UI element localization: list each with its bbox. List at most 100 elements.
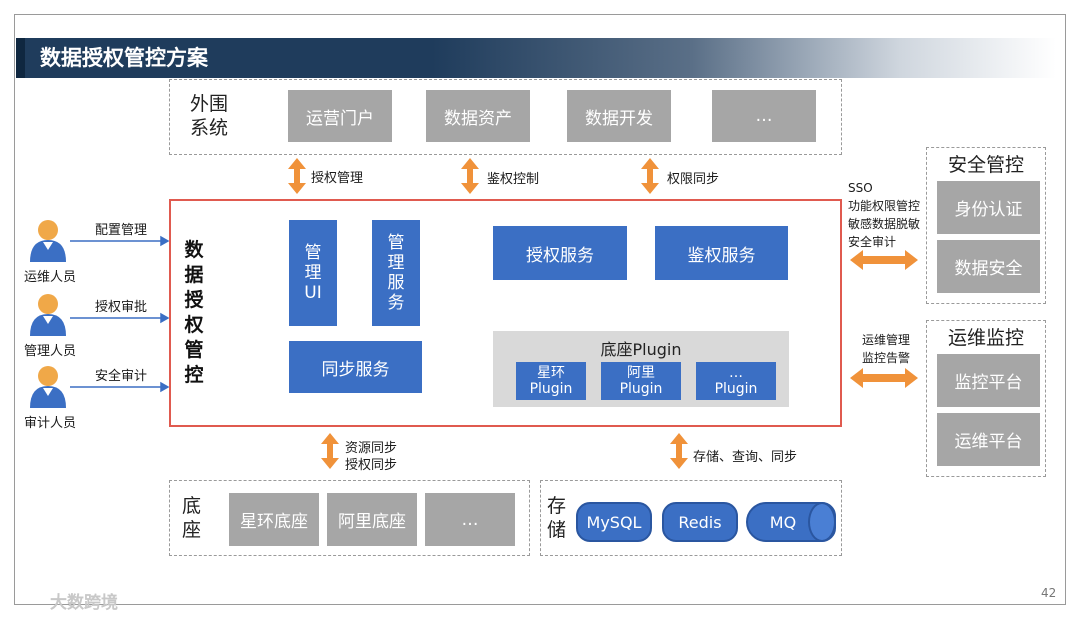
actor-icons — [30, 220, 66, 408]
core-title-char: 据 — [184, 264, 204, 286]
plugin-line: … — [729, 365, 743, 381]
authz-service-box: 鉴权服务 — [655, 226, 788, 280]
core-title-char: 权 — [184, 314, 204, 336]
outer-systems-label: 外围 系统 — [190, 92, 228, 140]
core-title-char: 控 — [184, 364, 204, 386]
double-arrow-icon — [288, 158, 306, 194]
horizontal-double-arrow-icon — [850, 250, 918, 270]
plugin-line: Plugin — [714, 381, 758, 397]
watermark: 大数跨境 — [50, 593, 118, 613]
storage-mysql: MySQL — [576, 502, 652, 542]
storage-item-label: Redis — [678, 512, 722, 532]
security-group — [926, 147, 1046, 304]
security-item-identity: 身份认证 — [937, 181, 1040, 234]
mgmt-ui-line: 管 — [304, 243, 322, 263]
plugin-line: 星环 — [537, 365, 565, 381]
bottom-left-arrow-labels: 资源同步 授权同步 — [345, 440, 397, 474]
double-arrow-icon — [461, 158, 479, 194]
title-bar-accent — [16, 38, 25, 78]
storage-redis: Redis — [662, 502, 738, 542]
page-title: 数据授权管控方案 — [40, 46, 208, 70]
storage-label-line: 储 — [547, 519, 567, 541]
double-arrow-icon — [321, 433, 339, 469]
mgmt-service-line: 管 — [387, 233, 405, 253]
storage-label: 存 储 — [547, 494, 566, 542]
actor-action-config: 配置管理 — [95, 223, 148, 238]
plugin-line: 阿里 — [627, 365, 655, 381]
ops-item-monitor: 监控平台 — [937, 354, 1040, 407]
outer-item-portal: 运营门户 — [288, 90, 392, 142]
security-arrow-line: 安全审计 — [848, 235, 897, 249]
ops-arrow-line: 监控告警 — [862, 351, 911, 365]
core-title-char: 数 — [184, 239, 204, 261]
outer-item-data-dev: 数据开发 — [567, 90, 671, 142]
security-arrow-line: 敏感数据脱敏 — [848, 217, 921, 231]
horizontal-double-arrow-icon — [850, 368, 918, 388]
base-item-xinghuan: 星环底座 — [229, 493, 319, 546]
security-item-data: 数据安全 — [937, 240, 1040, 293]
ops-group — [926, 320, 1046, 477]
bottom-arrow-line: 资源同步 — [345, 441, 398, 456]
sync-service-box: 同步服务 — [289, 341, 422, 393]
plugin-xinghuan: 星环 Plugin — [516, 362, 586, 400]
base-label-line: 底 — [182, 495, 202, 517]
double-arrow-icon — [641, 158, 659, 194]
mgmt-service-box: 管 理 服 务 — [372, 220, 420, 326]
page-number: 42 — [1041, 586, 1057, 600]
ops-title: 运维监控 — [947, 327, 1024, 349]
outer-item-data-assets: 数据资产 — [426, 90, 530, 142]
storage-label-line: 存 — [547, 495, 567, 517]
mgmt-ui-line: UI — [304, 283, 322, 303]
ops-arrow-labels: 运维管理 监控告警 — [862, 331, 910, 367]
bottom-right-arrow-label: 存储、查询、同步 — [693, 450, 798, 465]
base-group — [169, 480, 530, 556]
plugin-title: 底座Plugin — [600, 340, 682, 359]
outer-systems-group — [169, 79, 842, 155]
mgmt-ui-line: 理 — [304, 263, 322, 283]
plugin-ali: 阿里 Plugin — [601, 362, 681, 400]
core-title: 数 据 授 权 管 控 — [180, 238, 208, 388]
core-title-char: 管 — [184, 339, 204, 361]
mgmt-service-line: 服 — [387, 273, 405, 293]
core-platform-box — [169, 199, 842, 427]
storage-mq: MQ — [746, 502, 836, 542]
title-bar — [16, 38, 1056, 78]
person-icon — [30, 294, 66, 336]
outer-label-line: 外围 — [190, 93, 229, 115]
actor-name-auditor: 审计人员 — [24, 416, 77, 431]
base-label-line: 座 — [182, 519, 202, 541]
core-title-char: 授 — [184, 289, 204, 311]
actor-action-approval: 授权审批 — [95, 300, 148, 315]
outer-item-more: … — [712, 90, 816, 142]
actor-name-ops: 运维人员 — [24, 270, 77, 285]
mgmt-service-line: 理 — [387, 253, 405, 273]
cylinder-cap-icon — [808, 502, 836, 542]
arrow-label-perm-sync: 权限同步 — [667, 172, 720, 187]
actor-name-manager: 管理人员 — [24, 344, 77, 359]
plugin-line: Plugin — [529, 381, 573, 397]
plugin-more: … Plugin — [696, 362, 776, 400]
plugin-line: Plugin — [619, 381, 663, 397]
ops-arrow-line: 运维管理 — [862, 333, 911, 347]
mgmt-ui-box: 管 理 UI — [289, 220, 337, 326]
security-arrow-line: SSO — [848, 181, 873, 195]
storage-item-label: MQ — [769, 512, 797, 532]
auth-service-box: 授权服务 — [493, 226, 627, 280]
storage-item-label: MySQL — [586, 512, 642, 532]
ops-item-ops: 运维平台 — [937, 413, 1040, 466]
person-icon — [30, 366, 66, 408]
base-item-ali: 阿里底座 — [327, 493, 417, 546]
mgmt-service-line: 务 — [387, 293, 405, 313]
storage-group — [540, 480, 842, 556]
base-label: 底 座 — [182, 494, 201, 542]
bottom-arrow-line: 授权同步 — [345, 458, 398, 473]
arrow-label-auth-mgmt: 授权管理 — [311, 171, 364, 186]
outer-label-line: 系统 — [190, 117, 229, 139]
actor-action-audit: 安全审计 — [95, 369, 148, 384]
security-arrow-labels: SSO 功能权限管控 敏感数据脱敏 安全审计 — [848, 179, 920, 251]
double-arrow-icon — [670, 433, 688, 469]
person-icon — [30, 220, 66, 262]
security-arrow-line: 功能权限管控 — [848, 199, 921, 213]
security-title: 安全管控 — [947, 154, 1024, 176]
